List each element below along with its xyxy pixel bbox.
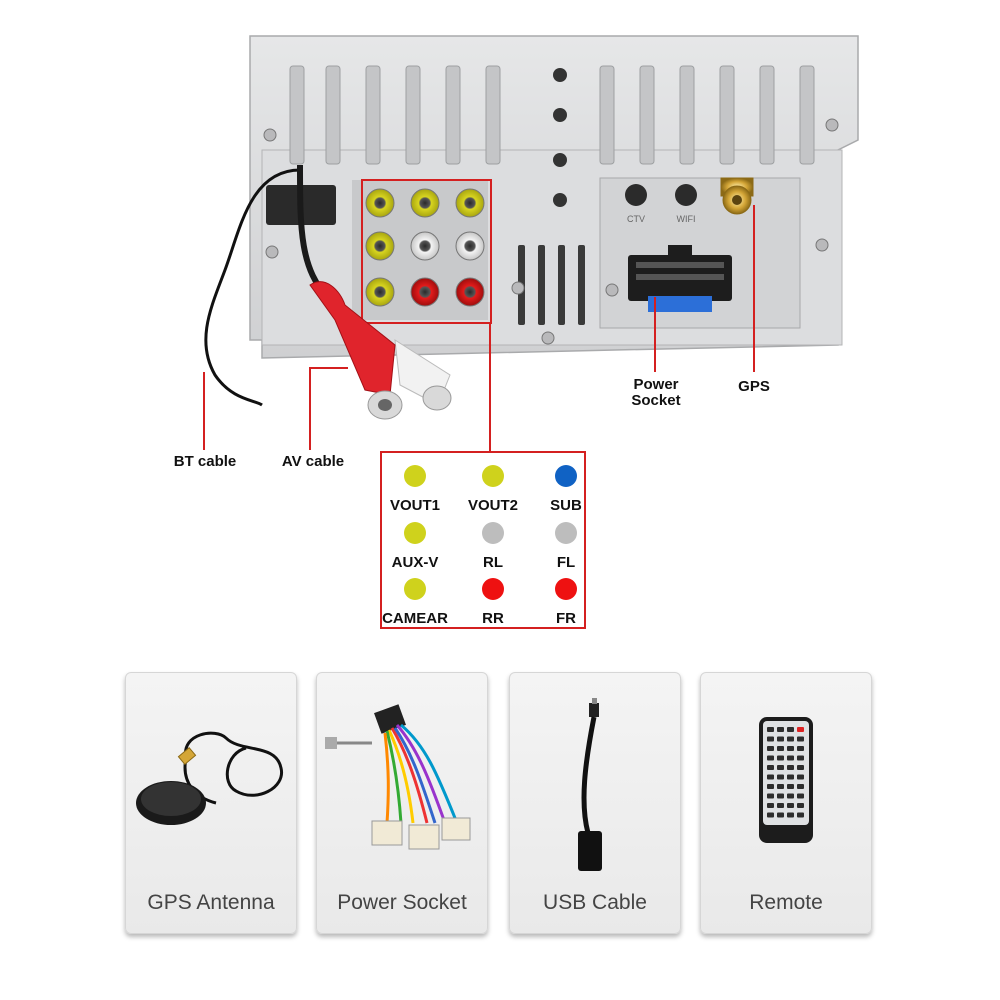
remote-key — [777, 727, 784, 732]
legend-label: SUB — [550, 497, 582, 514]
power-socket-label: Power Socket — [631, 376, 681, 409]
remote-key — [787, 774, 794, 780]
ctv-port-mark: CTV — [627, 214, 645, 224]
remote-key — [777, 755, 784, 761]
usb-cable-icon — [578, 698, 602, 871]
legend-dot — [404, 578, 426, 600]
gps-antenna-icon — [136, 731, 283, 825]
legend-label: RL — [483, 554, 503, 571]
accessory-card-usb-cable: USB Cable — [509, 672, 681, 934]
remote-control-icon — [759, 717, 813, 843]
remote-key — [787, 784, 794, 789]
remote-key — [777, 774, 784, 780]
accessory-card-power-socket: Power Socket — [316, 672, 488, 934]
remote-key — [797, 765, 804, 770]
remote-key — [787, 746, 794, 751]
av-cable-label: AV cable — [281, 453, 345, 470]
accessory-card-remote: Remote — [700, 672, 872, 934]
legend-dot — [404, 522, 426, 544]
power-harness-icon — [325, 704, 471, 850]
legend-label: FL — [556, 554, 576, 571]
legend-label: AUX-V — [391, 554, 439, 571]
legend-dot — [555, 465, 577, 487]
av-cable-plugs — [309, 281, 452, 420]
bt-cable-label: BT cable — [173, 453, 237, 470]
remote-key — [767, 793, 774, 799]
remote-key — [797, 803, 804, 808]
accessory-label: USB Cable — [543, 891, 647, 914]
remote-key — [797, 755, 804, 761]
remote-key — [777, 793, 784, 799]
remote-key — [777, 812, 784, 818]
remote-key — [767, 755, 774, 761]
remote-key — [787, 727, 794, 732]
remote-key — [797, 774, 804, 780]
remote-key — [767, 774, 774, 780]
remote-key — [797, 727, 804, 732]
accessory-label: Power Socket — [337, 891, 467, 914]
legend-dot — [482, 578, 504, 600]
remote-key — [767, 736, 774, 742]
remote-key — [787, 793, 794, 799]
remote-key — [797, 793, 804, 799]
legend-dot — [482, 522, 504, 544]
bt-cable-wire — [204, 168, 301, 407]
remote-key — [767, 746, 774, 751]
legend-dot — [404, 465, 426, 487]
remote-key — [787, 736, 794, 742]
legend-label: RR — [482, 610, 504, 627]
remote-key — [767, 812, 774, 818]
remote-key — [767, 727, 774, 732]
remote-key — [787, 803, 794, 808]
wifi-port-mark: WIFI — [677, 214, 696, 224]
callout-lines — [203, 205, 755, 451]
remote-key — [767, 803, 774, 808]
legend-dot — [482, 465, 504, 487]
remote-key — [797, 746, 804, 751]
remote-key — [767, 765, 774, 770]
accessory-label: Remote — [749, 891, 823, 914]
legend-dot — [555, 522, 577, 544]
power-socket-connector — [628, 245, 732, 312]
gps-label: GPS — [738, 378, 770, 395]
remote-key — [787, 812, 794, 818]
remote-key — [787, 755, 794, 761]
legend-label: VOUT1 — [389, 497, 440, 514]
head-unit-back-panel: CTV WIFI — [203, 35, 859, 451]
rca-color-legend: VOUT1 VOUT2 SUB AUX-V RL FL CAMEAR RR FR — [380, 451, 586, 629]
accessory-label: GPS Antenna — [147, 891, 275, 914]
remote-key — [797, 736, 804, 742]
legend-label: FR — [556, 610, 576, 627]
remote-key — [797, 784, 804, 789]
remote-key — [777, 736, 784, 742]
remote-key — [777, 765, 784, 770]
rca-highlight-box — [361, 179, 492, 324]
remote-key — [777, 746, 784, 751]
remote-key — [777, 784, 784, 789]
remote-key — [777, 803, 784, 808]
remote-key — [787, 765, 794, 770]
legend-label: CAMEAR — [382, 610, 448, 627]
legend-dot — [555, 578, 577, 600]
remote-key — [767, 784, 774, 789]
gps-connector — [720, 177, 754, 215]
rca-connector-block — [352, 180, 488, 320]
accessory-card-gps-antenna: GPS Antenna — [125, 672, 297, 934]
remote-key — [797, 812, 804, 818]
legend-label: VOUT2 — [467, 497, 518, 514]
